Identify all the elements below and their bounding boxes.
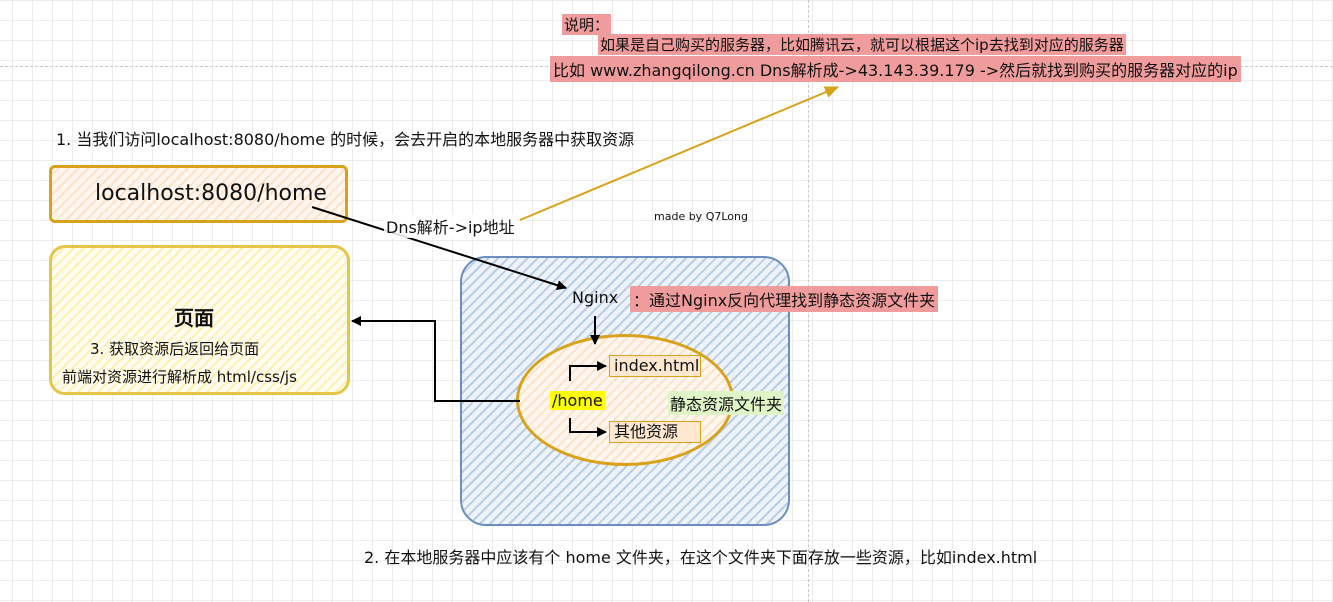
credit-text: made by Q7Long bbox=[654, 210, 748, 223]
nginx-label: Nginx bbox=[572, 288, 619, 307]
file-index-html[interactable]: index.html bbox=[609, 355, 701, 377]
page-box[interactable] bbox=[49, 245, 350, 395]
nginx-description: ：通过Nginx反向代理找到静态资源文件夹 bbox=[630, 286, 939, 312]
file-other-resources[interactable]: 其他资源 bbox=[609, 421, 701, 443]
note-title: 说明： bbox=[562, 14, 612, 35]
route-home-label: /home bbox=[550, 391, 605, 410]
page-box-line-1: 3. 获取资源后返回给页面 bbox=[90, 340, 260, 358]
route-to-other-arrow bbox=[569, 418, 607, 437]
note-line-1: 如果是自己购买的服务器，比如腾讯云，就可以根据这个ip去找到对应的服务器 bbox=[598, 34, 1126, 55]
dns-to-note-arrow bbox=[519, 86, 839, 221]
page-box-line-2: 前端对资源进行解析成 html/css/js bbox=[62, 368, 297, 386]
page-box-title: 页面 bbox=[174, 306, 214, 330]
step-1-text: 1. 当我们访问localhost:8080/home 的时候，会去开启的本地服… bbox=[56, 130, 635, 149]
return-to-page-arrow bbox=[351, 316, 520, 402]
static-folder-label: 静态资源文件夹 bbox=[668, 391, 785, 415]
step-2-text: 2. 在本地服务器中应该有个 home 文件夹，在这个文件夹下面存放一些资源，比… bbox=[364, 548, 1038, 567]
dns-arrow bbox=[311, 206, 567, 291]
url-box[interactable] bbox=[49, 165, 348, 223]
url-text: localhost:8080/home bbox=[95, 181, 327, 206]
route-to-index-arrow bbox=[569, 361, 607, 381]
dns-resolve-label: Dns解析->ip地址 bbox=[384, 214, 517, 238]
note-line-2: 比如 www.zhangqilong.cn Dns解析成->43.143.39.… bbox=[550, 56, 1241, 82]
